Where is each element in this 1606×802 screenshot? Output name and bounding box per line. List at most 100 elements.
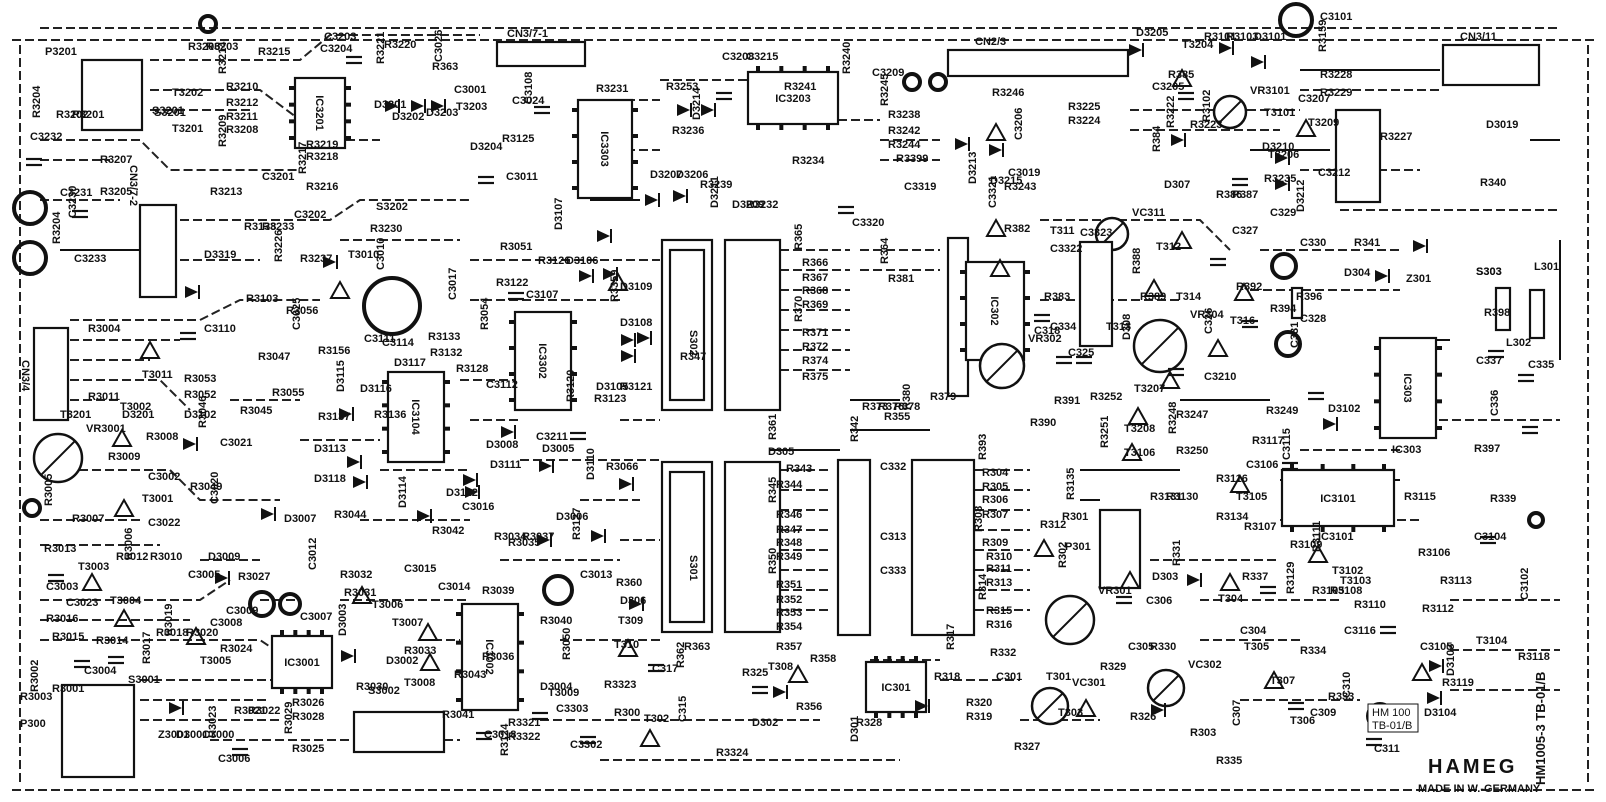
connector-cn23: CN2/3 [946,36,1130,78]
ic-ic3101: IC3101 [1280,464,1396,532]
ic-pin [632,160,638,164]
transistor-mark [1207,337,1229,357]
component-ref-label: R3242 [888,125,920,137]
component-ref-label: R3101 [1204,31,1236,43]
component-ref-label: C3204 [320,43,353,55]
component-ref-label: R3225 [1068,101,1100,113]
component-ref-label: T3207 [1134,383,1165,395]
component-ref-label: R393 [977,434,989,460]
component-ref-label: R3159 [1317,20,1329,52]
diode-mark [1375,270,1388,282]
ic-pin [345,136,351,140]
small-component-body [1528,288,1546,340]
component-ref-label: C3205 [1152,81,1184,93]
component-ref-label: D3006 [556,511,588,523]
component-ref-label: T305 [1244,641,1269,653]
component-ref-label: R3213 [210,186,242,198]
component-ref-label: R3132 [430,347,462,359]
component-ref-label: R310 [986,551,1012,563]
ic-body [513,310,573,412]
component-ref-label: R318 [934,671,960,683]
component-ref-label: T304 [1218,593,1244,605]
component-ref-label: R3211 [226,111,258,123]
component-ref-label: R3123 [594,393,626,405]
switch-s302-contacts [723,238,782,412]
component-ref-label: R3324 [716,747,749,759]
component-ref-label: R3222 [1165,96,1177,128]
component-ref-label: R3127 [571,508,583,540]
electrolytic-cap-ring [902,72,922,92]
transistor-mark [985,217,1007,237]
diode-mark [1413,240,1426,252]
transistor-mark [607,271,629,291]
ic-pin [900,656,905,662]
component-ref-label: R339 [1490,493,1516,505]
diode-mark [1187,574,1200,586]
diode-mark [465,486,478,498]
trimmer-wiper [40,440,76,476]
diode-mark [579,270,592,282]
component-ref-label: R301 [1062,511,1088,523]
component-ref-label: R3023 [207,706,219,738]
transistor-mark [417,621,439,641]
component-ref-label: R315 [986,605,1012,617]
component-ref-label: C3003 [46,581,78,593]
switch-label: S3001 [128,674,160,686]
component-ref-label: R3223 [1190,119,1222,131]
component-ref-label: R3236 [672,125,704,137]
ic-pin [289,86,295,90]
ic-ic3303: IC3303 [572,98,638,200]
switch-bank-mid [836,458,976,637]
component-ref-label: R309 [982,537,1008,549]
component-ref-label: D3319 [204,249,236,261]
component-ref-label: R371 [802,327,828,339]
component-ref-label: R3217 [297,142,309,174]
component-ref-label: C3013 [580,569,612,581]
component-ref-label: D3209 [732,199,764,211]
electrolytic-cap-ring [12,190,48,226]
component-ref-label: R3202 [56,109,88,121]
ic-label: IC3101 [1320,493,1355,505]
component-ref-label: R3237 [300,253,332,265]
component-ref-label: T309 [618,615,643,627]
ic-pin [280,630,284,636]
component-ref-label: R342 [849,416,861,442]
ic-pin [1382,526,1386,532]
ic-pin [1024,322,1030,326]
component-ref-label: C3210 [1204,371,1236,383]
ic-pin [289,136,295,140]
component-ref-label: S3201 [154,107,186,119]
ic-ic303: IC303 [1374,336,1442,440]
trimmer-wiper [1218,100,1242,124]
component-ref-label: T3010 [348,249,379,261]
component-ref-label: D307 [1164,179,1190,191]
component-ref-label: R3252 [1090,391,1122,403]
component-ref-label: T301 [1046,671,1071,683]
electrolytic-cap-ring [362,276,422,336]
component-ref-label: R358 [810,653,836,665]
component-ref-label: C309 [1310,707,1336,719]
ic-pin [571,320,577,324]
trace-segment [180,199,470,221]
component-ref-label: R3241 [784,81,816,93]
ic-pin [1374,346,1380,350]
transistor-mark [1229,473,1251,493]
component-ref-label: C3232 [30,131,62,143]
ic-ic3002: IC3002 [456,602,524,712]
component-ref-label: R347 [776,524,802,536]
component-ref-label: R3119 [1442,677,1474,689]
component-ref-label: D3112 [446,487,478,499]
component-ref-label: C3206 [1013,108,1025,140]
component-ref-label: R3013 [44,543,76,555]
ic-pin [802,124,807,130]
ic-label: IC301 [881,682,910,694]
component-ref-label: D3114 [397,475,409,508]
component-ref-label: R384 [1151,125,1163,152]
component-ref-label: D304 [1344,267,1371,279]
diode-mark [637,332,650,344]
component-ref-label: R3359 [609,270,621,302]
component-ref-label: C3208 [722,51,754,63]
ic-pin [456,669,462,674]
trimmer-vc311: VC311 [1094,207,1165,252]
component-ref-label: C317 [652,663,678,675]
